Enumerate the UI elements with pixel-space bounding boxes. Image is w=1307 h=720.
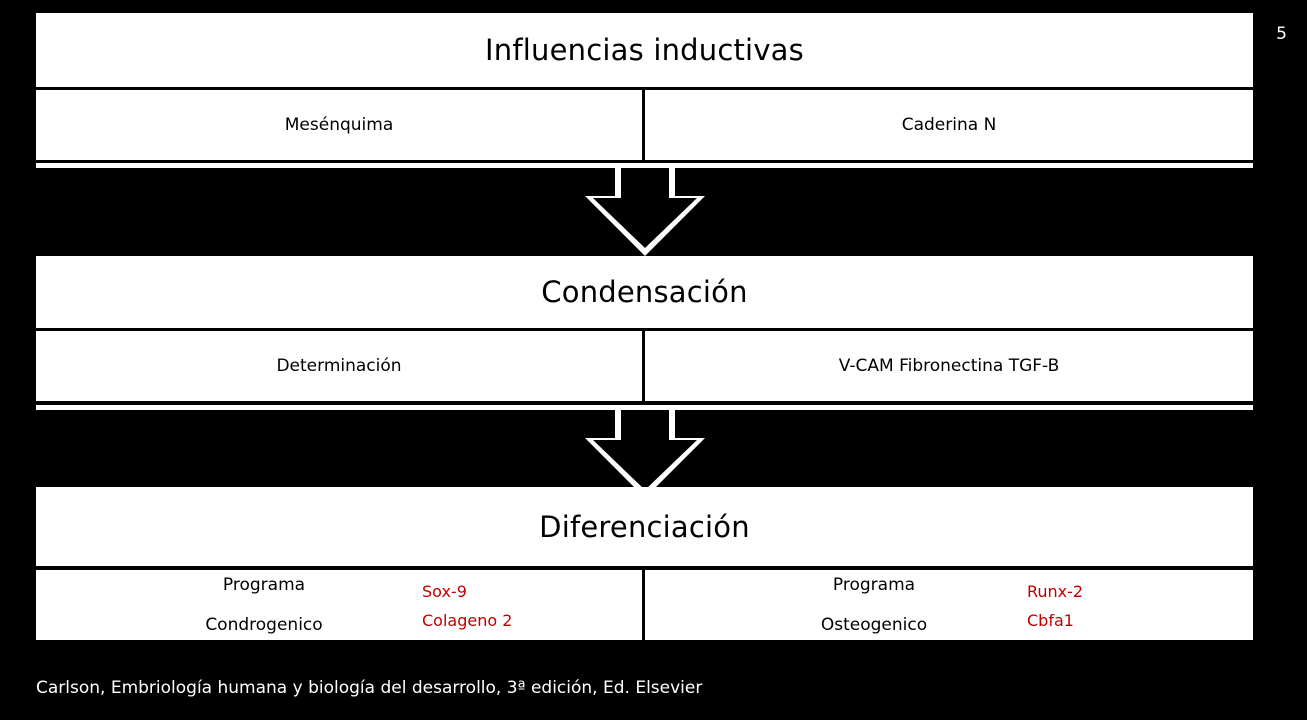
gene-markers: Runx-2 Cbfa1: [1027, 577, 1083, 635]
program-label: Programa Osteogenico: [821, 572, 927, 640]
condensacion-title: Condensación: [541, 275, 748, 309]
cell-programa-osteogenico: Programa Osteogenico Runx-2 Cbfa1: [645, 570, 1253, 640]
cell-label: Caderina N: [901, 115, 997, 135]
cell-determinacion: Determinación: [36, 331, 642, 401]
page-number: 5: [1276, 24, 1287, 44]
block-diferenciacion: Diferenciación Programa Condrogenico Sox…: [36, 487, 1253, 640]
down-arrow-icon: [585, 168, 705, 256]
gene-marker: Sox-9: [422, 582, 467, 601]
cell-label: Mesénquima: [284, 115, 394, 135]
bottom-bar: [36, 163, 1253, 168]
down-arrow-icon: [585, 410, 705, 498]
bottom-bar: [36, 405, 1253, 410]
cell-caderina-n: Caderina N: [645, 90, 1253, 160]
cell-label: V-CAM Fibronectina TGF-B: [838, 356, 1060, 376]
block-influencias-inductivas: Influencias inductivas Mesénquima Caderi…: [36, 13, 1253, 170]
diferenciacion-title: Diferenciación: [539, 509, 750, 544]
block-title: Diferenciación: [36, 487, 1253, 566]
gene-marker: Cbfa1: [1027, 611, 1074, 630]
block-title: Influencias inductivas: [36, 13, 1253, 87]
cell-programa-condrogenico: Programa Condrogenico Sox-9 Colageno 2: [36, 570, 642, 640]
cell-mesenquima: Mesénquima: [36, 90, 642, 160]
gene-markers: Sox-9 Colageno 2: [422, 577, 512, 635]
program-label: Programa Condrogenico: [205, 572, 322, 640]
gene-marker: Runx-2: [1027, 582, 1084, 601]
influencias-title: Influencias inductivas: [485, 33, 804, 67]
block-title: Condensación: [36, 256, 1253, 328]
block-condensacion: Condensación Determinación V-CAM Fibrone…: [36, 256, 1253, 413]
cell-vcam-fibronectina: V-CAM Fibronectina TGF-B: [645, 331, 1253, 401]
program-line: Programa: [222, 575, 306, 595]
citation: Carlson, Embriología humana y biología d…: [36, 678, 703, 698]
gene-marker: Colageno 2: [422, 611, 513, 630]
program-name: Condrogenico: [205, 615, 323, 635]
cell-label: Determinación: [276, 356, 402, 376]
program-line: Programa: [832, 575, 916, 595]
program-name: Osteogenico: [820, 615, 928, 635]
